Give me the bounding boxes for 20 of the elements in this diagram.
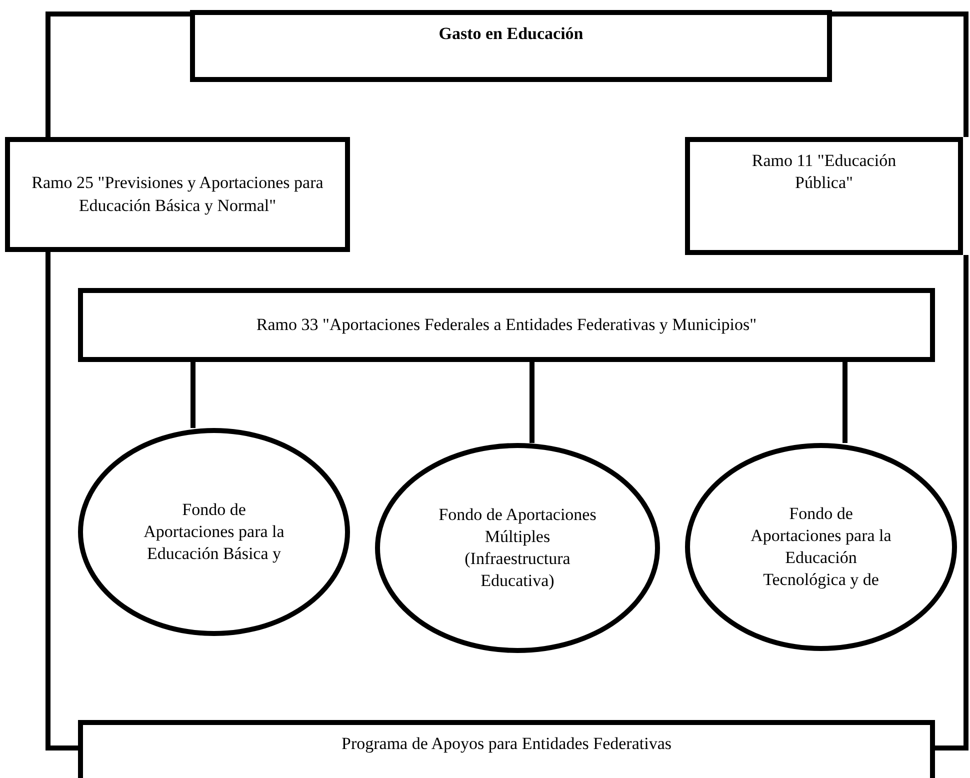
node-text: Gasto en Educación xyxy=(438,23,584,45)
node-text: Fondo de Aportaciones para la Educación Tecnológica y de xyxy=(750,502,892,592)
node-text: Fondo de Aportaciones para la Educación Básica y xyxy=(142,498,286,566)
node-text: Ramo 33 "Aportaciones Federales a Entidades Federativas y Municipios" xyxy=(256,314,757,336)
node-text: Fondo de Aportaciones Múltiples (Infraestructura Educativa) xyxy=(438,504,598,592)
node-text: Programa de Apoyos para Entidades Federativas xyxy=(342,733,672,755)
connector-line xyxy=(46,252,78,750)
node-text: Ramo 11 "Educación Pública" xyxy=(750,150,898,194)
category-box xyxy=(5,137,350,252)
connector-line xyxy=(46,12,190,137)
category-box xyxy=(78,720,935,778)
connector-line xyxy=(935,255,968,750)
connector-line xyxy=(530,362,534,443)
category-box xyxy=(190,10,832,82)
connector-line xyxy=(190,362,196,428)
node-text: Ramo 25 "Previsiones y Aportaciones para Educación Básica y Normal" xyxy=(30,172,324,217)
connector-line xyxy=(842,362,848,443)
connector-line xyxy=(832,12,968,137)
category-box xyxy=(78,288,935,362)
category-box xyxy=(685,137,963,255)
